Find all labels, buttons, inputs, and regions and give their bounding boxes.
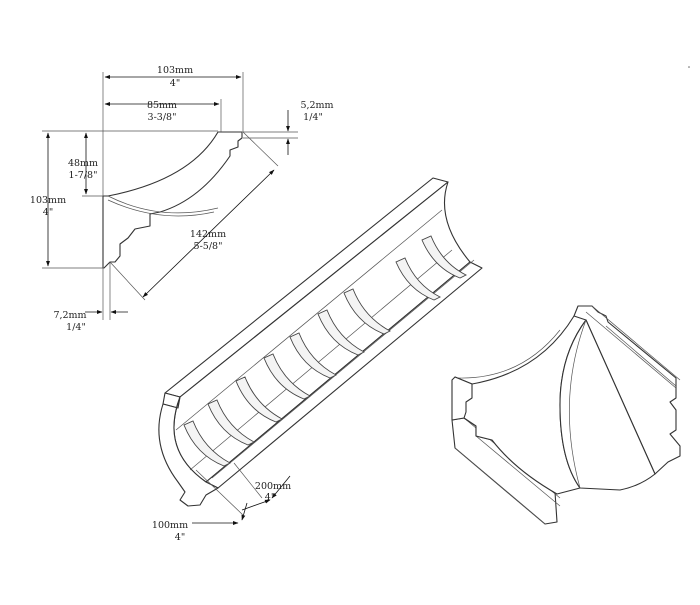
long-end-profile [158, 396, 219, 507]
dim-rib-spacing-in: 4" [265, 492, 275, 503]
dim-top-width-mm: 103mm [157, 65, 193, 76]
dim-inner-width-mm: 85mm [147, 100, 177, 111]
segment-top-band [573, 305, 681, 475]
dim-rib-width-in: 4" [175, 532, 185, 543]
segment-end-profile [451, 376, 473, 421]
dim-top-lip-mm: 5,2mm [300, 100, 333, 111]
cornice-segment [451, 305, 681, 525]
dim-total-height-mm: 103mm [30, 195, 66, 206]
dim-rib-spacing-mm: 200mm [255, 481, 291, 492]
long-back-wall [173, 181, 471, 483]
dim-diagonal-mm: 142mm [190, 229, 226, 240]
dim-top-width-in: 4" [170, 78, 180, 89]
dim-rib-width-mm: 100mm [152, 520, 188, 531]
dim-total-height-in: 4" [43, 207, 53, 218]
dim-inner-height-in: 1-7/8" [69, 170, 98, 181]
dim-inner-height-mm: 48mm [68, 158, 98, 169]
dim-bottom-lip-mm: 7,2mm [53, 310, 86, 321]
ribbed-cornice-length: 200mm 4" 100mm 4" [152, 177, 483, 543]
dim-diagonal-in: 5-5/8" [194, 241, 223, 252]
long-ribs [183, 235, 468, 467]
profile-section: 103mm 4" 85mm 3-3/8" 5,2mm 1/4" 48mm 1-7… [30, 65, 334, 333]
segment-curve-face [559, 319, 656, 491]
dim-top-lip-in: 1/4" [303, 112, 323, 123]
dim-bottom-lip-in: 1/4" [66, 322, 86, 333]
dim-inner-width-in: 3-3/8" [148, 112, 177, 123]
